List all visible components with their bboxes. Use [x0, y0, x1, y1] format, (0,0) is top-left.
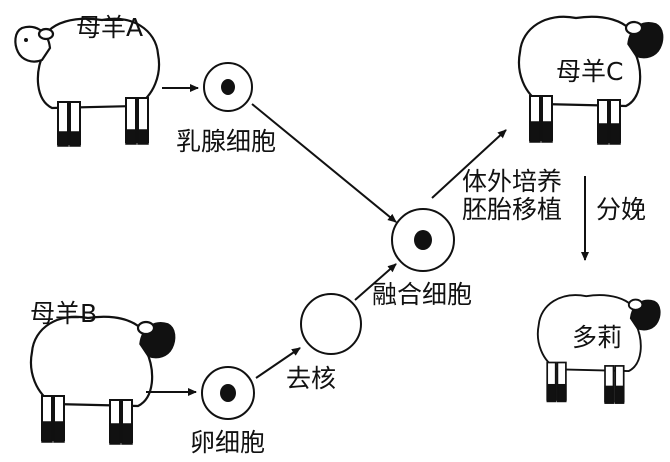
arrow-fused-to-sheep-c	[431, 129, 507, 199]
dolly-label: 多莉	[572, 323, 622, 352]
mammary-cell-icon	[203, 62, 253, 112]
mammary-cell-label: 乳腺细胞	[176, 127, 276, 156]
arrow-mammary-to-fused	[251, 103, 397, 223]
sheep-a-label: 母羊A	[76, 13, 143, 42]
enucleate-label: 去核	[286, 364, 336, 393]
sheep-b-icon	[29, 315, 176, 446]
sheep-c-label: 母羊C	[556, 57, 623, 86]
arrow-egg-to-enucleated	[255, 347, 301, 379]
egg-cell-icon	[201, 366, 255, 420]
birth-label: 分娩	[596, 195, 646, 224]
fused-cell-label: 融合细胞	[372, 280, 472, 309]
egg-cell-label: 卵细胞	[190, 428, 265, 457]
fused-cell-icon	[391, 208, 455, 272]
culture-label: 体外培养	[462, 167, 562, 196]
enucleated-cell-icon	[300, 293, 362, 355]
transfer-label: 胚胎移植	[462, 195, 562, 224]
arrow-enucleated-to-fused	[354, 263, 397, 301]
sheep-b-label: 母羊B	[30, 299, 97, 328]
